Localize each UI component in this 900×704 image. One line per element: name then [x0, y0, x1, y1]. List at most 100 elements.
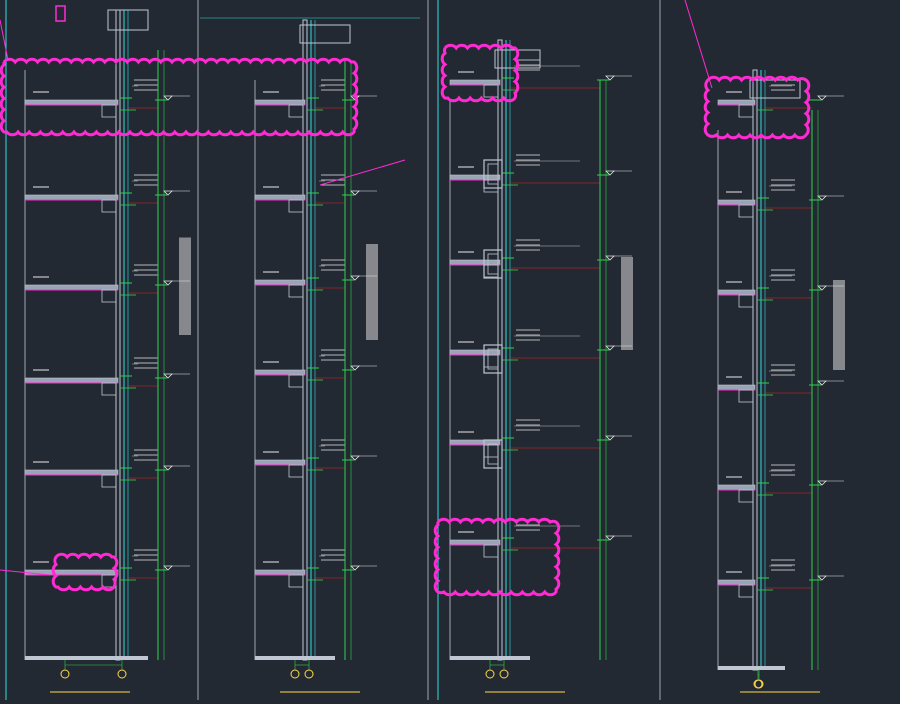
- floor-slab: [717, 289, 756, 296]
- floor-slab: [254, 569, 306, 576]
- level-marker-icon: [817, 195, 827, 201]
- level-marker-icon: [163, 95, 173, 101]
- edge-beam: [288, 284, 304, 298]
- floor-slab: [254, 99, 306, 106]
- level-marker-icon: [605, 255, 615, 261]
- ground-slab: [25, 656, 148, 660]
- edge-beam: [483, 264, 499, 278]
- level-marker-icon: [817, 575, 827, 581]
- axis-bubble-icon: [290, 669, 300, 679]
- markup-leader: [0, 19, 9, 61]
- floor-slab: [717, 579, 756, 586]
- level-marker-icon: [605, 535, 615, 541]
- revision-cloud-4: [51, 552, 119, 592]
- level-marker-icon: [605, 435, 615, 441]
- level-marker-icon: [605, 345, 615, 351]
- markup-leader: [319, 159, 406, 186]
- floor-slab: [717, 99, 756, 106]
- edge-beam: [288, 374, 304, 388]
- edge-beam: [483, 354, 499, 368]
- floor-slab: [24, 194, 119, 201]
- edge-beam: [738, 389, 754, 403]
- floor-slab: [717, 484, 756, 491]
- edge-beam: [288, 199, 304, 213]
- axis-bubble-icon: [117, 669, 127, 679]
- edge-beam: [288, 104, 304, 118]
- edge-beam: [101, 104, 117, 118]
- parapet-detail: [299, 24, 351, 44]
- ground-slab: [718, 666, 785, 670]
- window-sash: [487, 253, 499, 275]
- floor-slab: [24, 99, 119, 106]
- window-frame: [483, 344, 503, 374]
- revision-cloud-3: [703, 75, 811, 140]
- window-frame: [483, 249, 503, 279]
- level-marker-icon: [605, 75, 615, 81]
- level-marker-icon: [350, 275, 360, 281]
- edge-beam: [101, 382, 117, 396]
- level-marker-icon: [163, 465, 173, 471]
- edge-beam: [483, 179, 499, 193]
- level-marker-icon: [817, 380, 827, 386]
- floor-slab: [254, 279, 306, 286]
- axis-bubble-icon: [485, 669, 495, 679]
- wall-outline: [302, 19, 308, 661]
- window-sash: [487, 348, 499, 370]
- level-marker-icon: [817, 285, 827, 291]
- window-frame: [483, 159, 503, 189]
- revision-cloud-icon: [0, 57, 359, 137]
- axis-bubble-icon: [60, 669, 70, 679]
- level-marker-icon: [163, 280, 173, 286]
- edge-beam: [738, 584, 754, 598]
- window-sash: [487, 443, 499, 465]
- axis-bubble-icon: [499, 669, 509, 679]
- floor-slab: [449, 539, 501, 546]
- window-sash: [487, 163, 499, 185]
- edge-beam: [738, 104, 754, 118]
- edge-beam: [288, 574, 304, 588]
- level-marker-icon: [817, 95, 827, 101]
- floor-slab: [254, 459, 306, 466]
- window-frame: [483, 439, 503, 469]
- edge-beam: [483, 84, 499, 98]
- edge-beam: [483, 444, 499, 458]
- floor-slab: [254, 369, 306, 376]
- revision-cloud-1: [0, 57, 359, 137]
- floor-slab: [449, 79, 501, 86]
- parapet-detail: [107, 9, 149, 31]
- edge-beam: [288, 464, 304, 478]
- edge-beam: [101, 474, 117, 488]
- level-marker-icon: [163, 373, 173, 379]
- revision-cloud-icon: [433, 517, 561, 597]
- level-marker-icon: [350, 455, 360, 461]
- floor-slab: [24, 469, 119, 476]
- floor-slab: [717, 199, 756, 206]
- revision-cloud-5: [433, 517, 561, 597]
- edge-beam: [101, 199, 117, 213]
- revision-cloud-icon: [440, 43, 520, 103]
- edge-beam: [101, 289, 117, 303]
- floor-slab: [449, 259, 501, 266]
- revision-cloud-icon: [703, 75, 811, 140]
- edge-beam: [738, 294, 754, 308]
- floor-slab: [449, 349, 501, 356]
- level-marker-icon: [605, 170, 615, 176]
- floor-slab: [717, 384, 756, 391]
- floor-slab: [24, 377, 119, 384]
- level-marker-icon: [163, 565, 173, 571]
- axis-bubble-icon: [304, 669, 314, 679]
- level-marker-icon: [163, 190, 173, 196]
- edge-beam: [738, 204, 754, 218]
- floor-slab: [254, 194, 306, 201]
- revision-cloud-icon: [51, 552, 119, 592]
- floor-slab: [449, 174, 501, 181]
- level-marker-icon: [350, 565, 360, 571]
- level-marker-icon: [350, 365, 360, 371]
- ground-slab: [450, 656, 530, 660]
- level-marker-icon: [350, 190, 360, 196]
- edge-beam: [738, 489, 754, 503]
- ground-slab: [255, 656, 335, 660]
- markup-leader: [0, 569, 51, 576]
